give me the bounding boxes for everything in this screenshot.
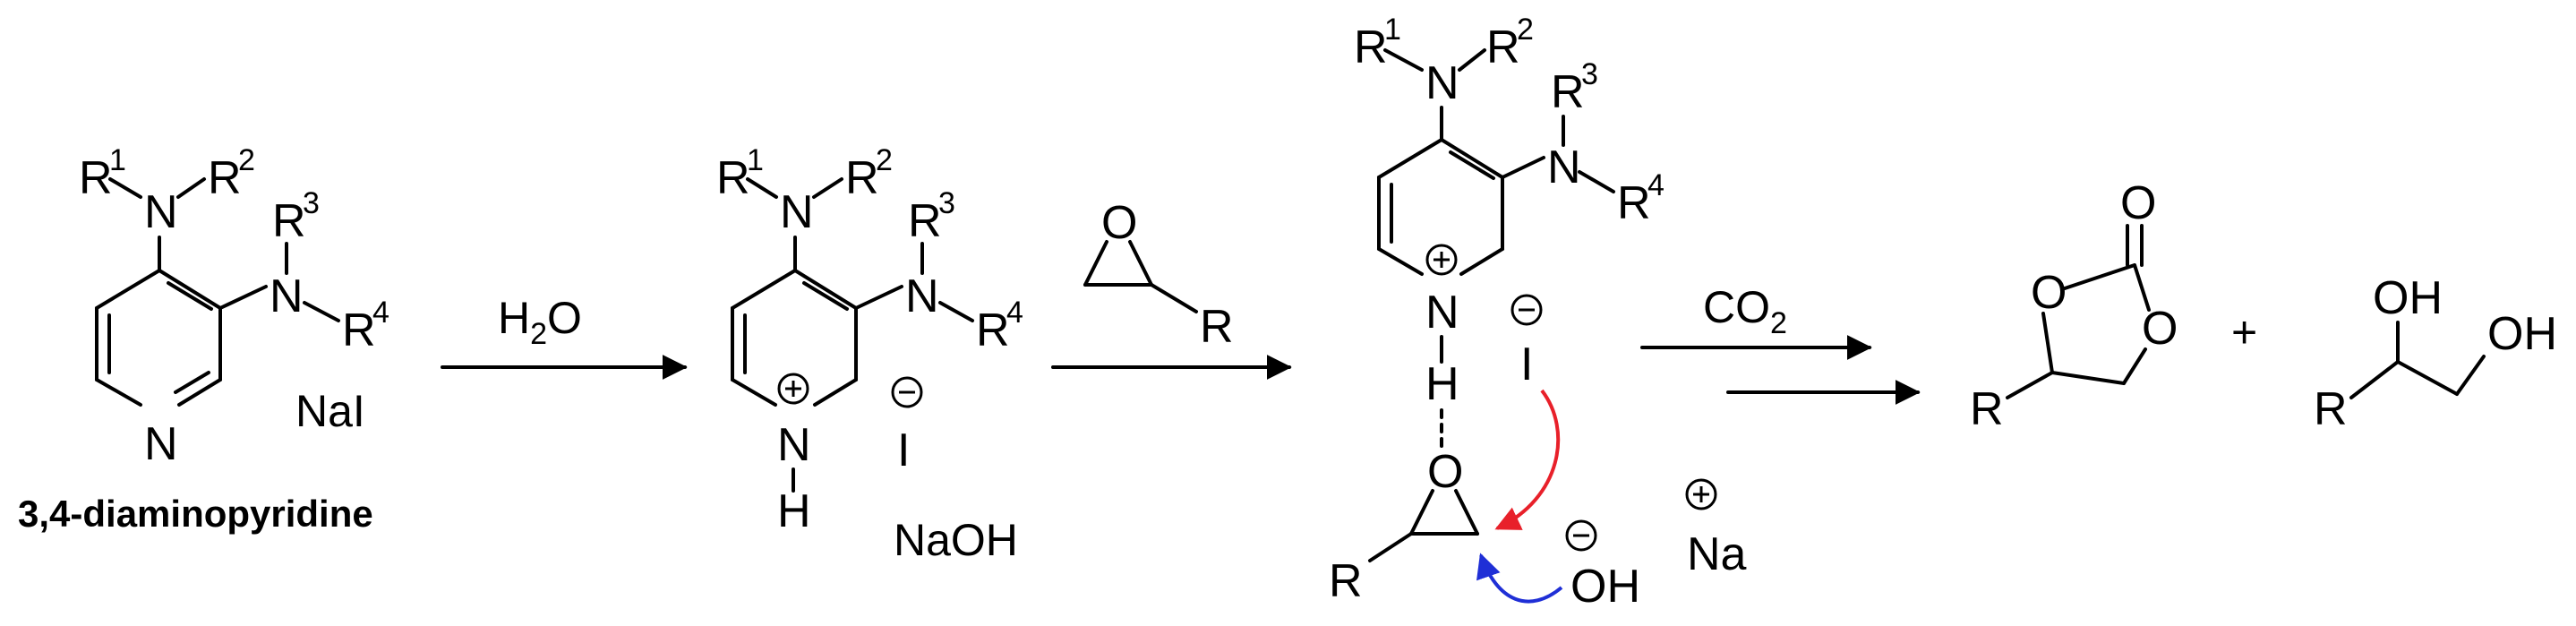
atom-r1-sup: 1 — [1384, 13, 1401, 47]
atom-r2: R — [1486, 21, 1520, 73]
activated-complex-structure: R 1 N R 2 R 3 N R 4 N H — [1329, 13, 1747, 613]
atom-r1: R — [1354, 21, 1388, 73]
atom-r4-sup: 4 — [1006, 296, 1023, 330]
atom-r1-sup: 1 — [747, 143, 764, 177]
atom-r: R — [1329, 555, 1363, 607]
atom-h: H — [1425, 358, 1459, 410]
reagent-naoh: NaOH — [894, 515, 1018, 565]
atom-r3: R — [908, 195, 942, 247]
atom-iodide: I — [1520, 339, 1533, 390]
atom-iodide: I — [897, 424, 910, 476]
atom-oh-2: OH — [2487, 308, 2557, 360]
plus-charge-icon — [1685, 478, 1717, 510]
atom-n3: N — [905, 270, 939, 322]
reagent-nai: NaI — [295, 386, 365, 436]
atom-r2-sup: 2 — [238, 143, 255, 177]
minus-charge-icon — [1565, 519, 1597, 552]
plus-sign: + — [2231, 307, 2257, 357]
atom-r2-sup: 2 — [876, 143, 893, 177]
atom-r1-sup: 1 — [109, 143, 126, 177]
atom-r3-sup: 3 — [303, 186, 320, 220]
atom-r2: R — [845, 152, 879, 204]
atom-r1: R — [79, 152, 113, 204]
atom-o-carbonyl: O — [2120, 177, 2156, 229]
atom-n-ring: N — [777, 419, 811, 471]
diaminopyridine-structure: R 1 N R 2 R 3 N R 4 N — [79, 143, 389, 470]
epoxide-reagent-structure: O R — [1083, 197, 1234, 353]
reagent-co2: CO2 — [1703, 282, 1787, 340]
atom-r4: R — [1617, 177, 1651, 229]
atom-h: H — [777, 485, 811, 537]
atom-r3: R — [272, 195, 306, 247]
atom-r4-sup: 4 — [1647, 168, 1665, 202]
atom-n-ring: N — [144, 418, 178, 470]
atom-oh-1: OH — [2373, 272, 2443, 324]
pyridinium-iodide-structure: R 1 N R 2 R 3 N R 4 N H — [716, 143, 1023, 537]
atom-sodium: Na — [1687, 528, 1747, 580]
atom-r4: R — [976, 304, 1010, 356]
atom-r1: R — [716, 152, 750, 204]
atom-n4: N — [780, 186, 814, 238]
plus-charge-icon — [1425, 244, 1458, 276]
atom-r2-sup: 2 — [1517, 13, 1534, 47]
cyclic-carbonate-structure: O O O R — [1970, 177, 2178, 435]
atom-hydroxide: OH — [1570, 561, 1640, 613]
minus-charge-icon — [891, 376, 923, 408]
atom-n3: N — [1547, 141, 1581, 193]
atom-r4-sup: 4 — [372, 296, 389, 330]
atom-r4: R — [342, 304, 376, 356]
blue-curved-arrow — [1476, 553, 1563, 604]
plus-charge-icon — [777, 373, 809, 405]
atom-n4: N — [144, 186, 178, 238]
atom-r3-sup: 3 — [1581, 57, 1598, 91]
atom-n-ring: N — [1425, 287, 1459, 339]
atom-o-ring-2: O — [2142, 303, 2178, 355]
atom-r2: R — [208, 152, 242, 204]
diol-structure: OH OH R — [2314, 272, 2557, 435]
atom-o-ring-1: O — [2031, 267, 2067, 319]
compound-caption: 3,4-diaminopyridine — [18, 493, 373, 535]
atom-r: R — [2314, 383, 2348, 435]
atom-r: R — [1970, 383, 2004, 435]
atom-r3: R — [1551, 66, 1585, 118]
minus-charge-icon — [1511, 294, 1543, 326]
atom-n3: N — [270, 270, 304, 322]
atom-n4: N — [1425, 57, 1459, 109]
reagent-water-h: H2O — [498, 293, 582, 351]
atom-r: R — [1200, 301, 1234, 353]
atom-r3-sup: 3 — [938, 186, 955, 220]
red-curved-arrow — [1494, 389, 1561, 530]
